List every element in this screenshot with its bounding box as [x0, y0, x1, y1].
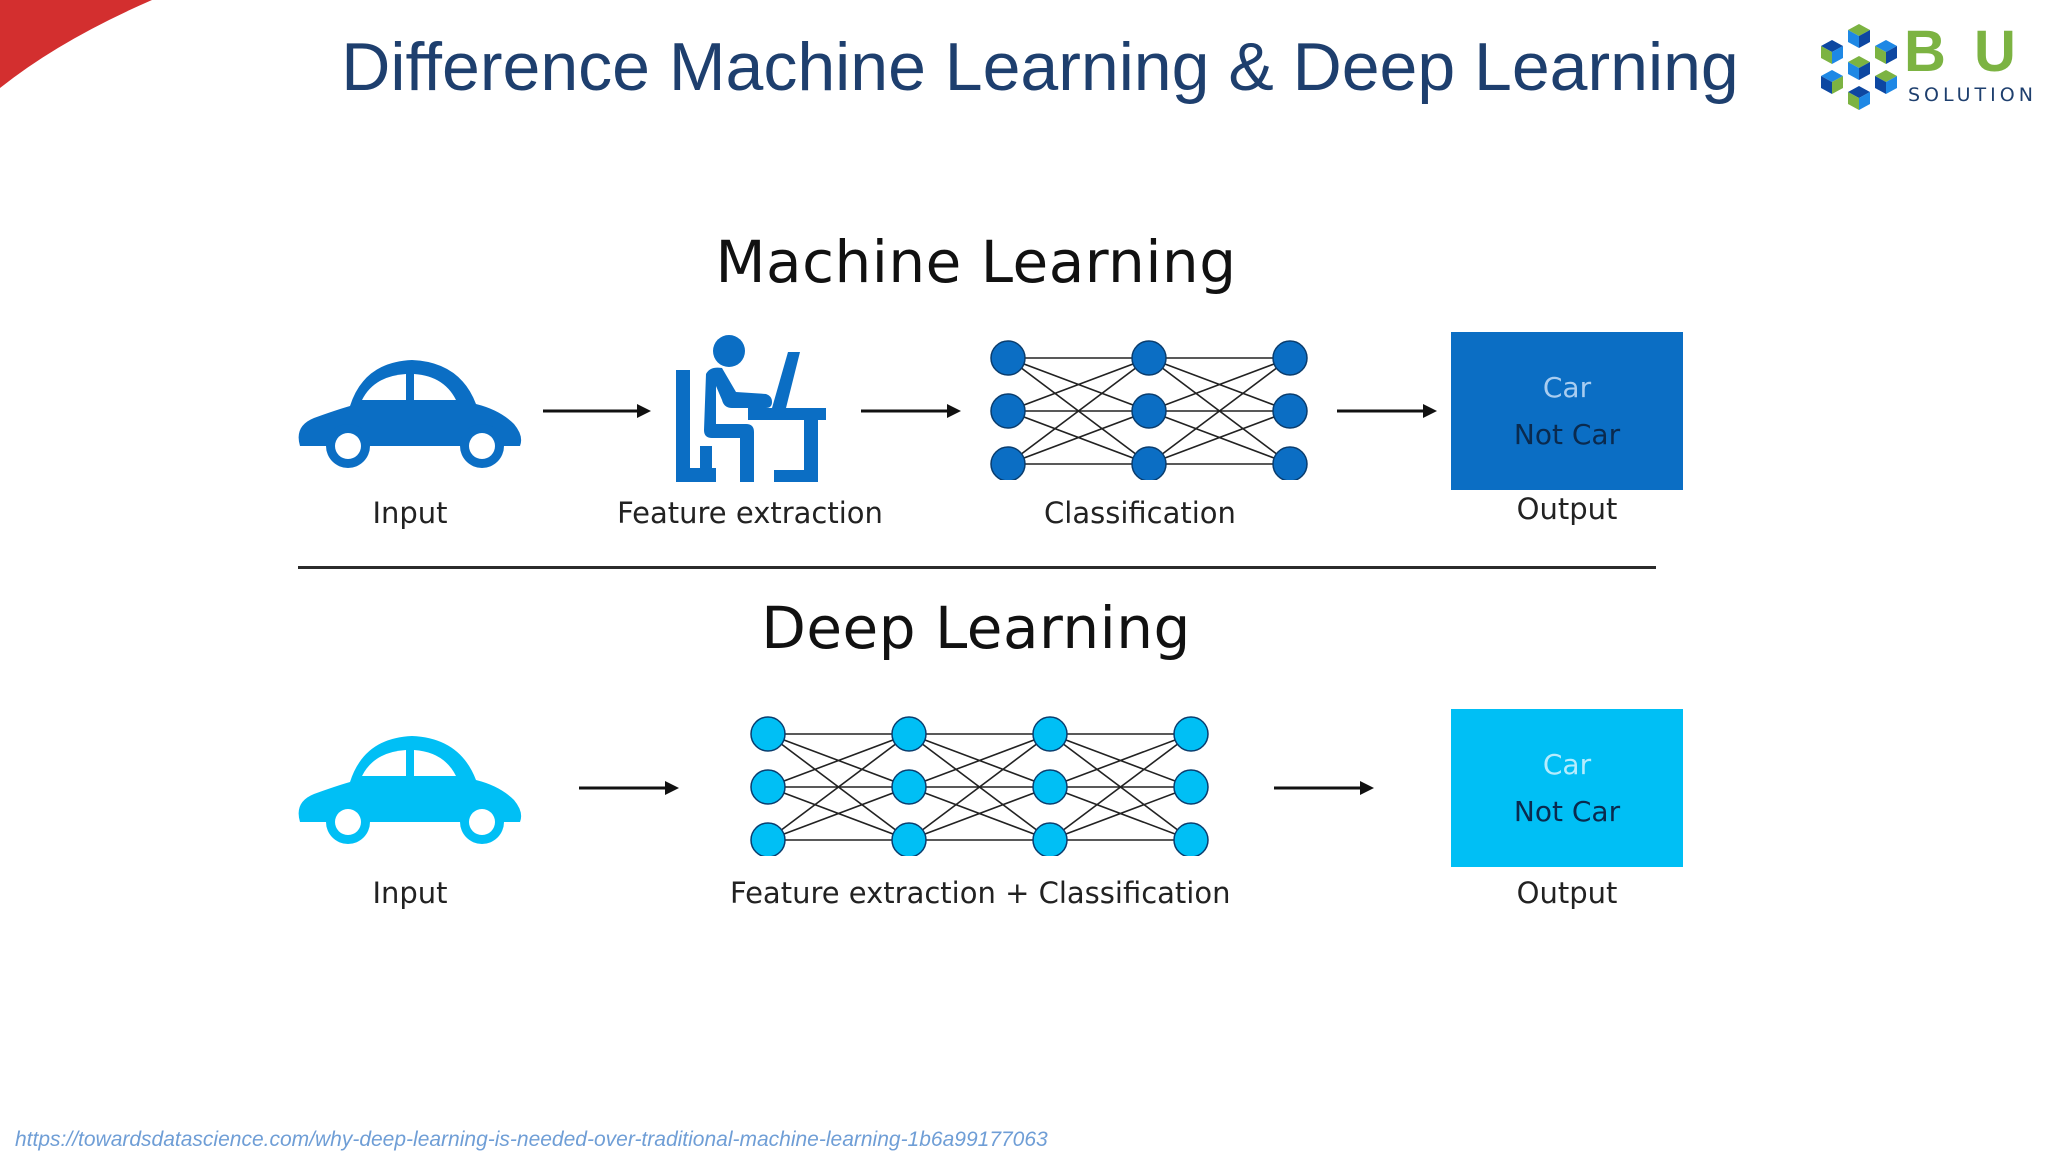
output-option-not-car: Not Car [1513, 795, 1621, 828]
ml-output-label: Output [1516, 492, 1618, 526]
corner-accent [0, 0, 152, 88]
network-connection [1148, 410, 1291, 465]
arrow-right-icon [1337, 404, 1437, 418]
arrow-right-icon [543, 404, 651, 418]
slide-title: Difference Machine Learning & Deep Learn… [341, 29, 1739, 105]
network-node [1173, 822, 1209, 856]
network-node [1272, 340, 1308, 376]
network-node [750, 716, 786, 752]
ml-classification-label: Classification [1044, 496, 1236, 530]
network-connection [1148, 357, 1291, 465]
logo-brand-text: B U [1904, 19, 2022, 84]
network-connection [767, 786, 910, 841]
network-node [990, 340, 1026, 376]
network-connection [767, 733, 910, 788]
network-connection [1049, 733, 1192, 841]
network-connection [1007, 357, 1150, 412]
network-node [990, 393, 1026, 429]
network-node [891, 716, 927, 752]
network-node [750, 822, 786, 856]
source-link[interactable]: https://towardsdatascience.com/why-deep-… [15, 1128, 1048, 1151]
section-divider [298, 566, 1656, 569]
logo-subtitle: SOLUTION [1908, 84, 2037, 106]
ml-input-label: Input [372, 496, 448, 530]
deep-learning-title: Deep Learning [761, 594, 1191, 662]
network-node [1032, 822, 1068, 856]
network-connection [1007, 410, 1150, 465]
ml-output-box: Car Not Car [1451, 332, 1683, 490]
network-connection [908, 733, 1051, 788]
network-connection [1049, 786, 1192, 841]
network-node [1272, 393, 1308, 429]
car-icon [298, 360, 522, 468]
network-node [891, 822, 927, 856]
classification-network [990, 340, 1308, 480]
arrow-right-icon [579, 781, 679, 795]
network-connection [908, 733, 1051, 841]
dl-output-box: Car Not Car [1451, 709, 1683, 867]
brand-logo: B U SOLUTION [1818, 18, 2038, 114]
network-connection [1049, 733, 1192, 788]
output-option-car: Car [1542, 371, 1592, 404]
hexagon-cube-logo-icon [1821, 24, 1897, 110]
network-node [1272, 446, 1308, 480]
network-node [1173, 716, 1209, 752]
arrow-right-icon [861, 404, 961, 418]
network-node [1032, 769, 1068, 805]
network-node [891, 769, 927, 805]
network-node [1032, 716, 1068, 752]
network-node [1173, 769, 1209, 805]
output-option-car: Car [1542, 748, 1592, 781]
machine-learning-title: Machine Learning [715, 228, 1237, 296]
output-option-not-car: Not Car [1513, 418, 1621, 451]
network-node [1131, 340, 1167, 376]
network-node [1131, 446, 1167, 480]
network-node [750, 769, 786, 805]
car-icon [298, 736, 522, 844]
network-connection [1148, 357, 1291, 412]
network-connection [1007, 357, 1150, 465]
network-connection [908, 786, 1051, 841]
network-connection [767, 733, 910, 841]
dl-output-label: Output [1516, 876, 1618, 910]
person-at-desk-icon [676, 335, 826, 482]
dl-feature-classification-label: Feature extraction + Classification [730, 876, 1231, 910]
dl-input-label: Input [372, 876, 448, 910]
deep-network [750, 716, 1209, 856]
network-node [1131, 393, 1167, 429]
network-node [990, 446, 1026, 480]
ml-feature-extraction-label: Feature extraction [617, 496, 883, 530]
arrow-right-icon [1274, 781, 1374, 795]
